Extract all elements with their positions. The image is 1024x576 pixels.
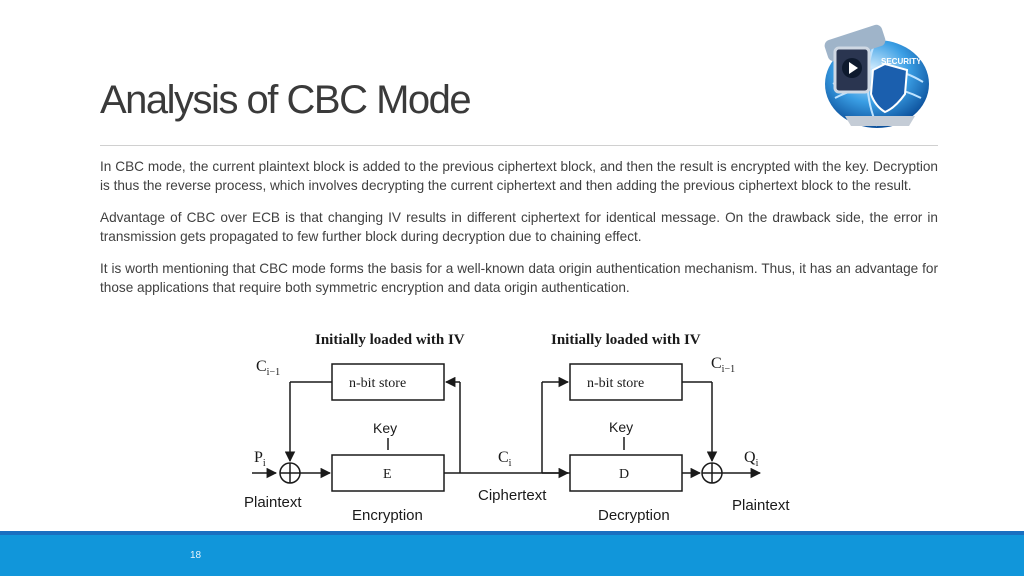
dec-store-box	[569, 363, 683, 401]
page-number: 18	[190, 550, 202, 561]
enc-e-label: E	[383, 467, 392, 482]
dec-q-label: Qi	[744, 449, 759, 469]
dec-iv-label: Initially loaded with IV	[551, 332, 701, 348]
c-mid-sub: i	[509, 458, 512, 469]
enc-e-box	[331, 454, 445, 492]
title-divider	[100, 145, 938, 146]
encryption-label: Encryption	[352, 507, 423, 524]
footer-accent-line	[0, 531, 1024, 535]
svg-text:SECURITY: SECURITY	[881, 57, 922, 66]
paragraph-authentication: It is worth mentioning that CBC mode for…	[100, 261, 938, 295]
svg-text:Ci−1: Ci−1	[711, 355, 735, 375]
plaintext-left-label: Plaintext	[244, 494, 302, 511]
svg-text:Ci−1: Ci−1	[256, 358, 280, 378]
dec-c-prev-sub: i−1	[722, 364, 735, 375]
body-text: In CBC mode, the current plaintext block…	[100, 158, 938, 311]
c-mid-label: Ci	[498, 449, 512, 469]
dec-d-box	[569, 454, 683, 492]
dec-q-text: Q	[744, 449, 756, 466]
enc-c-prev-label: Ci−1	[256, 358, 280, 378]
dec-c-prev-label: Ci−1	[711, 355, 735, 375]
decryption-label: Decryption	[598, 507, 670, 524]
paragraph-cbc-description: In CBC mode, the current plaintext block…	[100, 159, 938, 193]
dec-d-label: D	[619, 467, 629, 482]
c-mid-text: C	[498, 449, 509, 466]
enc-p-text: P	[254, 449, 263, 466]
ciphertext-label: Ciphertext	[478, 487, 547, 504]
svg-text:Pi: Pi	[254, 449, 266, 469]
dec-c-prev-text: C	[711, 355, 722, 372]
svg-text:Ci: Ci	[498, 449, 512, 469]
cbc-mode-diagram: Initially loaded with IV Ci−1 n-bit stor…	[212, 322, 800, 535]
dec-key-label: Key	[609, 419, 633, 435]
dec-store-label: n-bit store	[587, 376, 644, 391]
enc-c-prev-text: C	[256, 358, 267, 375]
plaintext-right-label: Plaintext	[732, 497, 790, 514]
enc-p-label: Pi	[254, 449, 266, 469]
footer-bar	[0, 535, 1024, 576]
enc-iv-label: Initially loaded with IV	[315, 332, 465, 348]
security-globe-logo: SECURITY	[824, 24, 929, 128]
enc-store-box	[331, 363, 445, 401]
dec-q-sub: i	[756, 458, 759, 469]
enc-store-label: n-bit store	[349, 376, 406, 391]
enc-c-prev-sub: i−1	[267, 367, 280, 378]
slide-title: Analysis of CBC Mode	[100, 78, 472, 122]
enc-key-label: Key	[373, 420, 397, 436]
enc-p-sub: i	[263, 458, 266, 469]
paragraph-advantage: Advantage of CBC over ECB is that changi…	[100, 210, 938, 244]
svg-text:Qi: Qi	[744, 449, 759, 469]
